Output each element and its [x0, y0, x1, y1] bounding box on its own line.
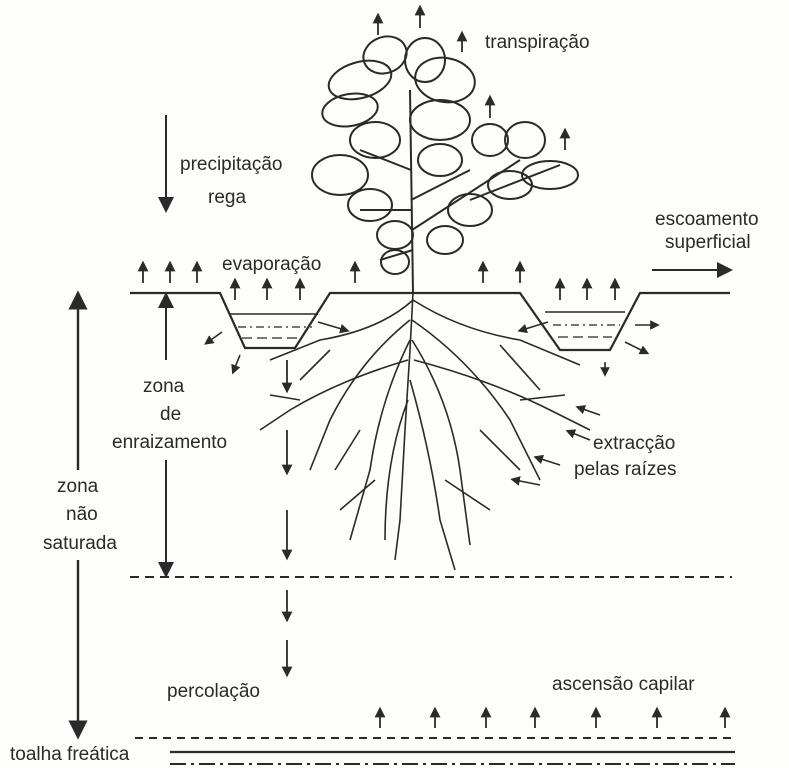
plant-foliage	[312, 31, 578, 293]
capillary-rise-arrows	[380, 712, 725, 728]
evaporation-arrows	[143, 266, 615, 300]
ground-surface	[130, 293, 730, 350]
label-precipitacao: precipitação	[180, 154, 282, 175]
label-zona-nao-saturada-3: saturada	[43, 533, 117, 554]
label-ascensao-capilar: ascensão capilar	[552, 674, 695, 695]
label-zona-nao-saturada-2: não	[66, 504, 98, 525]
label-escoamento: escoamento	[655, 209, 759, 230]
label-toalha-freatica: toalha freática	[10, 744, 130, 765]
label-zona-enraizamento-1: zona	[143, 376, 185, 397]
label-superficial: superficial	[665, 232, 751, 253]
label-zona-nao-saturada-1: zona	[57, 476, 99, 497]
label-percolacao: percolação	[167, 681, 260, 702]
label-zona-enraizamento-2: de	[160, 404, 181, 425]
label-evaporacao: evaporação	[222, 254, 321, 275]
label-rega: rega	[208, 187, 246, 208]
label-pelas-raizes: pelas raízes	[574, 459, 676, 480]
plant-roots	[260, 293, 590, 570]
transpiration-arrows	[378, 10, 565, 150]
label-zona-enraizamento-3: enraizamento	[112, 432, 227, 453]
label-extraccao: extracção	[593, 433, 675, 454]
label-transpiracao: transpiração	[485, 32, 590, 53]
